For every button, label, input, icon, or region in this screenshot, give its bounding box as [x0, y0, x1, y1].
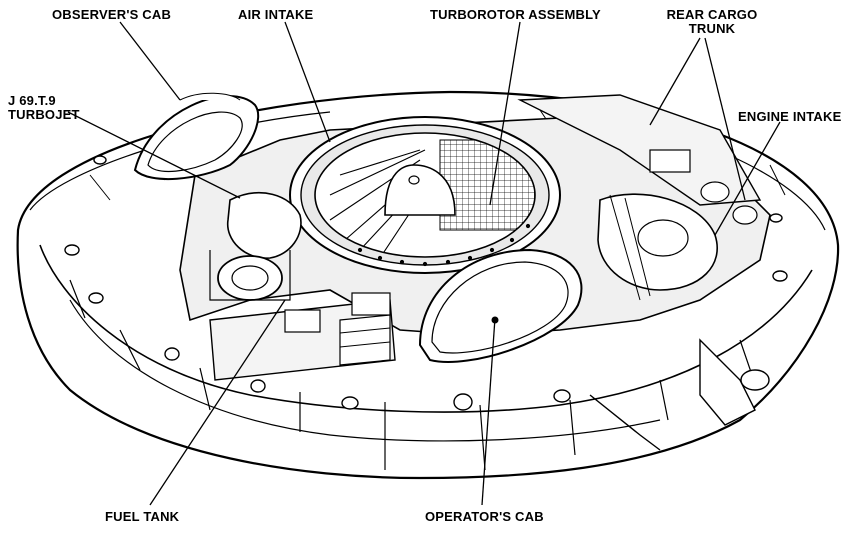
label-rear-cargo-trunk: REAR CARGO TRUNK — [662, 8, 762, 36]
fuel-tank-bay — [209, 292, 396, 381]
label-turborotor-assembly: TURBOROTOR ASSEMBLY — [430, 7, 601, 22]
leader-lines — [67, 21, 781, 506]
label-turbojet-line1: J 69.T.9 — [8, 93, 56, 108]
engine-intake-assembly — [597, 193, 718, 301]
landing-gear — [589, 338, 770, 451]
rear-cargo-trunk — [517, 94, 762, 225]
label-fuel-tank: FUEL TANK — [105, 509, 180, 524]
label-turbojet: J 69.T.9 TURBOJET — [8, 94, 80, 122]
label-turbojet-line2: TURBOJET — [8, 107, 80, 122]
turborotor — [289, 116, 561, 274]
turbojet-engine — [209, 192, 302, 301]
label-rear-cargo-trunk-line1: REAR CARGO — [666, 7, 758, 22]
observers-canopy — [133, 92, 260, 180]
label-operators-cab: OPERATOR'S CAB — [425, 509, 544, 524]
label-observers-cab: OBSERVER'S CAB — [52, 7, 172, 22]
operators-canopy — [418, 248, 583, 363]
label-rear-cargo-trunk-line2: TRUNK — [688, 21, 736, 36]
label-engine-intake: ENGINE INTAKE — [738, 109, 842, 124]
label-air-intake: AIR INTAKE — [238, 7, 314, 22]
